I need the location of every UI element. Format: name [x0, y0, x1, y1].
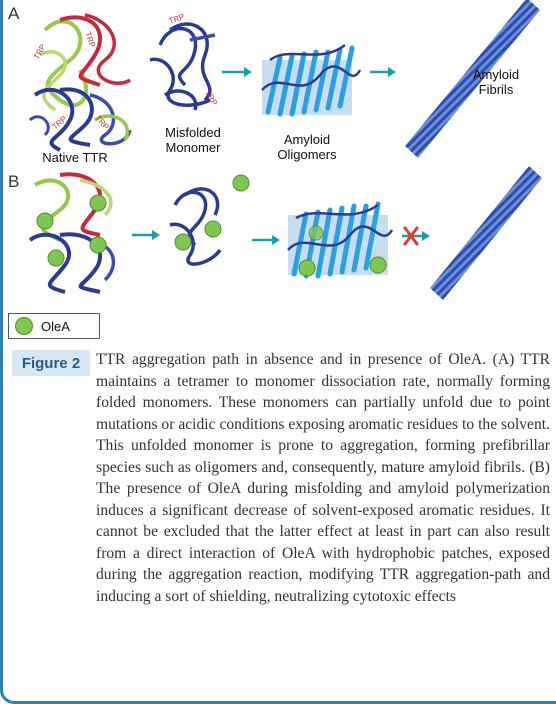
- figure-illustration: TRP TRP TRP TRP TRP TRP: [28, 0, 542, 300]
- native-ttr-structure: [28, 13, 132, 152]
- label-oligomers-line2: Oligomers: [277, 147, 337, 162]
- figure-caption: TTR aggregation path in absence and in p…: [96, 351, 550, 605]
- olea-molecules-native: [36, 194, 107, 267]
- olea-molecule: [308, 225, 324, 241]
- trp-tag: TRP: [83, 31, 97, 49]
- label-misfolded-line2: Monomer: [165, 140, 221, 155]
- olea-molecule: [89, 194, 107, 212]
- pathway-arrow: [370, 67, 396, 77]
- label-native-ttr-text: Native TTR: [42, 150, 108, 165]
- label-misfolded-monomer: Misfolded Monomer: [148, 125, 238, 155]
- panel-letter-b: B: [8, 172, 20, 191]
- label-amyloid-fibrils: Amyloid Fibrils: [456, 67, 536, 97]
- label-oligomers-line1: Amyloid: [283, 132, 331, 147]
- olea-molecule: [36, 212, 54, 230]
- olea-molecule: [47, 249, 65, 267]
- olea-molecule: [298, 259, 316, 277]
- legend-label: OleA: [41, 318, 70, 334]
- pathway-arrow: [132, 230, 160, 240]
- olea-molecule: [89, 236, 107, 254]
- olea-molecules-monomer: [174, 174, 250, 251]
- olea-molecule: [204, 220, 222, 238]
- pathway-arrow: [222, 67, 252, 77]
- pathway-arrow: [252, 235, 280, 245]
- label-fibrils-line2: Fibrils: [478, 82, 514, 97]
- legend: OleA: [8, 313, 100, 339]
- olea-legend-swatch: [15, 317, 33, 335]
- monomer-with-olea-structure: [169, 187, 222, 266]
- amyloid-fibril-b: [430, 166, 542, 300]
- panel-letter-a: A: [8, 4, 20, 23]
- label-amyloid-oligomers: Amyloid Oligomers: [262, 132, 352, 162]
- label-fibrils-line1: Amyloid: [472, 67, 520, 82]
- label-native-ttr: Native TTR: [30, 150, 120, 165]
- amyloid-fibril-a: [405, 0, 540, 158]
- olea-molecule: [174, 233, 192, 251]
- amyloid-oligomers-structure: [261, 44, 362, 117]
- olea-molecule: [369, 256, 387, 274]
- misfolded-monomer-structure: [149, 22, 216, 111]
- blocked-pathway-arrow: [402, 226, 430, 246]
- native-ttr-with-olea-structure: [28, 172, 116, 294]
- blocked-x-icon: [403, 226, 419, 246]
- figure-number-badge: Figure 2: [12, 350, 90, 376]
- olea-molecule: [232, 174, 250, 192]
- label-misfolded-line1: Misfolded: [165, 125, 221, 140]
- olea-molecules-oligomers: [298, 225, 387, 277]
